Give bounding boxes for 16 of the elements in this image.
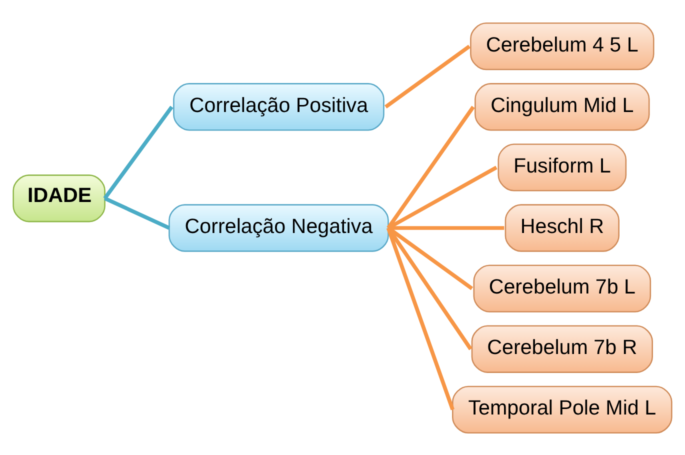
connector — [104, 196, 170, 230]
node-box: Cerebelum 7b R — [471, 324, 653, 372]
node-box: Cerebelum 7b L — [473, 264, 652, 312]
node-box: Cingulum Mid L — [474, 82, 650, 130]
node-box: Correlação Positiva — [173, 82, 384, 130]
node-box: Cerebelum 4 5 L — [470, 22, 654, 70]
connector — [386, 226, 454, 410]
connector — [386, 105, 475, 229]
node-box: IDADE — [12, 174, 106, 222]
node-box: Temporal Pole Mid L — [452, 385, 672, 433]
node-box: Correlação Negativa — [168, 204, 389, 252]
node-box: Fusiform L — [498, 143, 627, 191]
connector — [384, 44, 471, 108]
connector — [386, 226, 472, 350]
node-box: Heschl R — [504, 204, 620, 252]
connector — [103, 105, 174, 199]
